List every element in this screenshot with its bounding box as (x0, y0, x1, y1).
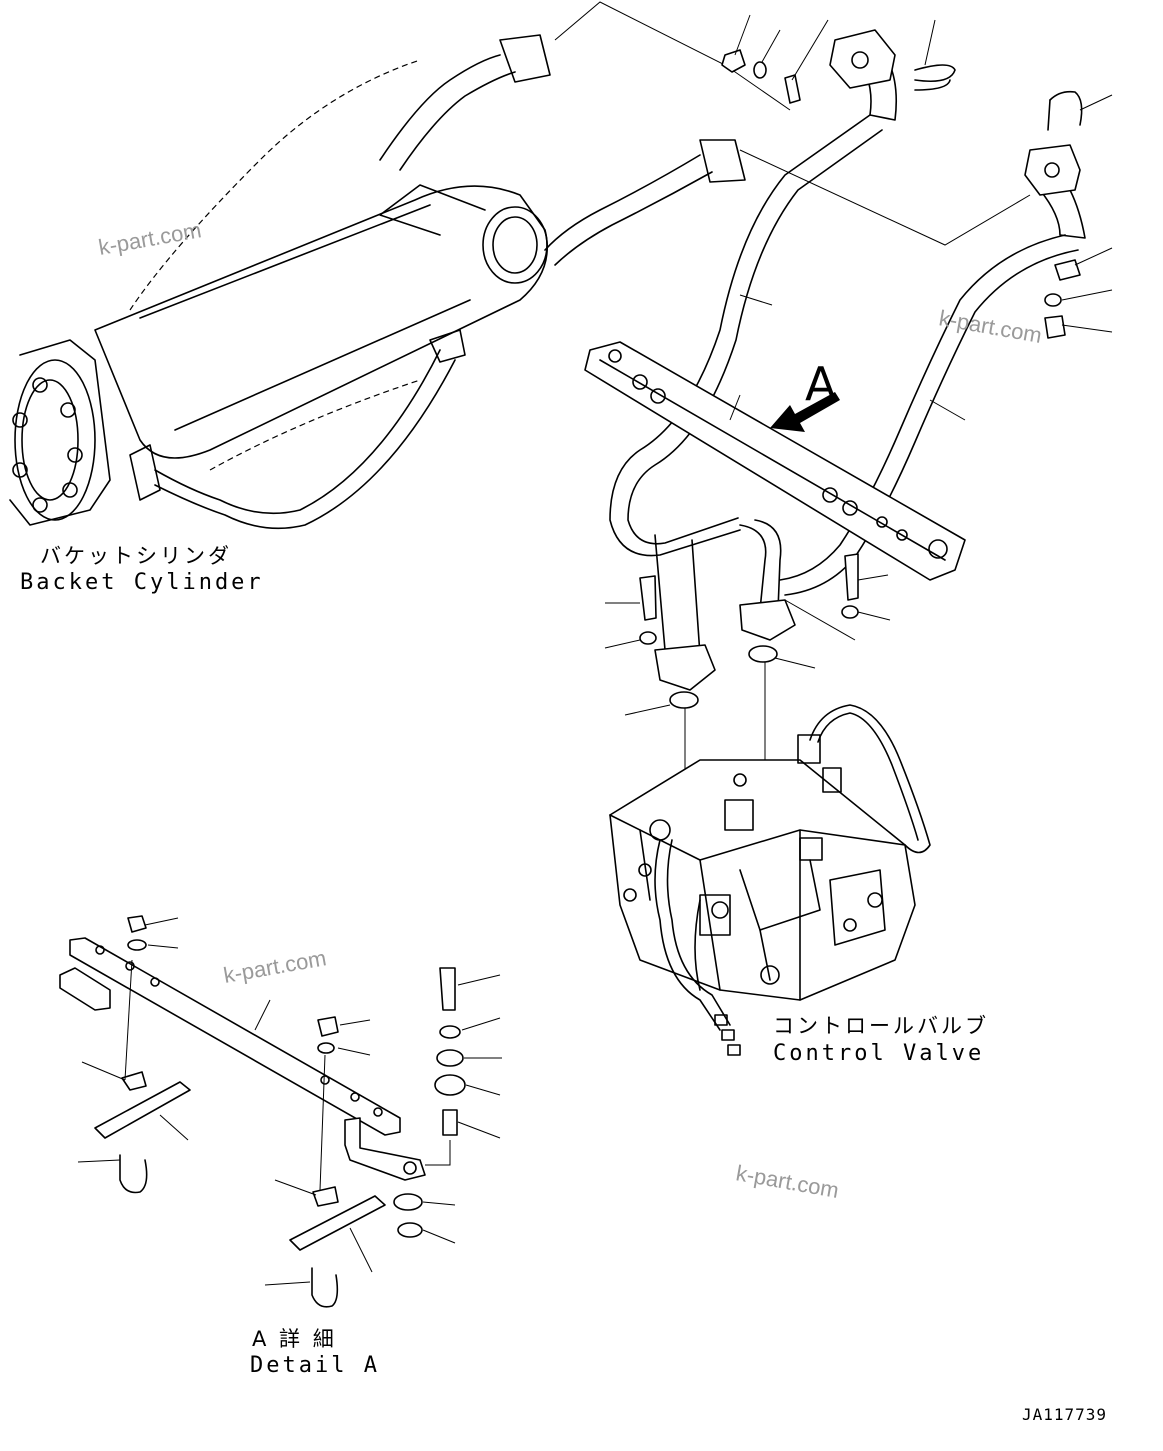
view-arrow-a: A (770, 357, 840, 432)
drawing-code: JA117739 (1022, 1405, 1107, 1424)
pipe-assembly (584, 29, 1086, 691)
watermark: k-part.com (97, 217, 204, 260)
leader-lines-upper (604, 14, 1113, 780)
view-marker: A (805, 357, 837, 411)
top-hardware (639, 49, 1083, 709)
bucket-cylinder-label-jp: バケットシリンダ (40, 544, 232, 568)
control-valve (609, 704, 931, 1056)
control-valve-label-jp: コントロールバルブ (773, 1014, 989, 1038)
watermark: k-part.com (937, 305, 1044, 348)
watermark: k-part.com (734, 1160, 841, 1203)
bucket-cylinder-label-en: Backet Cylinder (20, 570, 264, 595)
routing-lines (129, 1, 1031, 471)
labels: バケットシリンダ Backet Cylinder コントロールバルブ Contr… (20, 544, 1107, 1424)
detail-a-label-en: Detail A (250, 1353, 380, 1378)
bucket-cylinder (9, 34, 746, 530)
watermark: k-part.com (222, 945, 329, 988)
control-valve-label-en: Control Valve (773, 1041, 984, 1066)
detail-a-assembly (59, 915, 502, 1308)
detail-a-label-jp: A 詳 細 (252, 1327, 337, 1351)
